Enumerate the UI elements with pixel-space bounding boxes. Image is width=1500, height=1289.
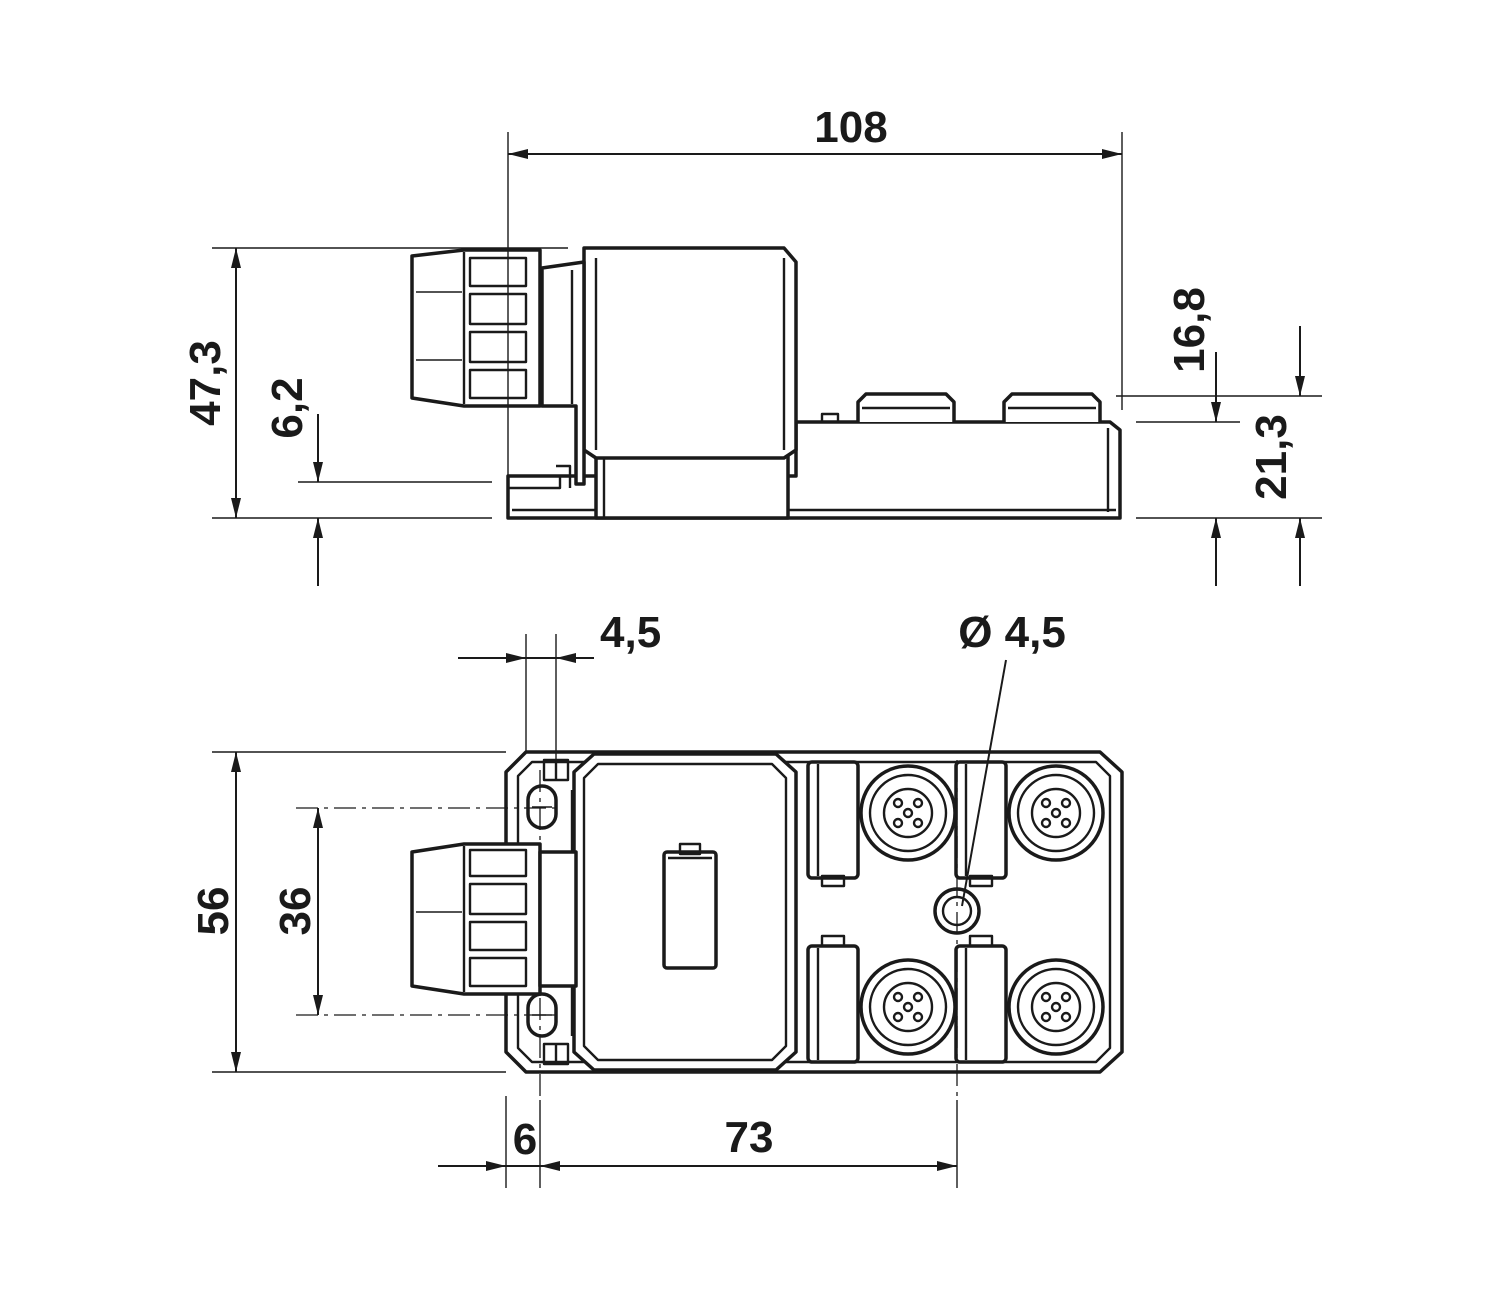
m12-socket-1 bbox=[859, 764, 957, 862]
side-cable-connector bbox=[410, 248, 542, 408]
dim-108: 108 bbox=[814, 103, 887, 152]
dim-56: 56 bbox=[189, 887, 238, 936]
m12-socket-4 bbox=[1007, 958, 1105, 1056]
clip-2 bbox=[954, 760, 1008, 888]
dim-73: 73 bbox=[725, 1113, 774, 1162]
dim-hole-diameter: Ø 4,5 bbox=[958, 608, 1066, 657]
top-cable-connector bbox=[410, 842, 542, 996]
clip-3 bbox=[806, 934, 860, 1064]
dimensions-side: 108 47,3 6,2 16,8 21,3 bbox=[181, 103, 1322, 586]
dim-16-8: 16,8 bbox=[1165, 287, 1214, 373]
dimensions-top: 4,5 Ø 4,5 56 36 6 73 bbox=[189, 608, 1066, 1188]
clip-4 bbox=[954, 934, 1008, 1064]
dim-6: 6 bbox=[513, 1115, 537, 1164]
side-head-body bbox=[582, 246, 798, 460]
mounting-slot-top bbox=[526, 784, 558, 830]
dim-47-3: 47,3 bbox=[181, 340, 230, 426]
side-mount-block bbox=[594, 448, 790, 520]
m12-socket-3 bbox=[859, 958, 957, 1056]
dim-21-3: 21,3 bbox=[1247, 414, 1296, 500]
top-label-window bbox=[662, 850, 718, 970]
side-view bbox=[410, 246, 1122, 520]
dim-6-2: 6,2 bbox=[263, 377, 312, 438]
top-view bbox=[296, 750, 1124, 1100]
dim-36: 36 bbox=[271, 887, 320, 936]
clip-1 bbox=[806, 760, 860, 888]
m12-socket-2 bbox=[1007, 764, 1105, 862]
dim-4-5: 4,5 bbox=[600, 608, 661, 657]
